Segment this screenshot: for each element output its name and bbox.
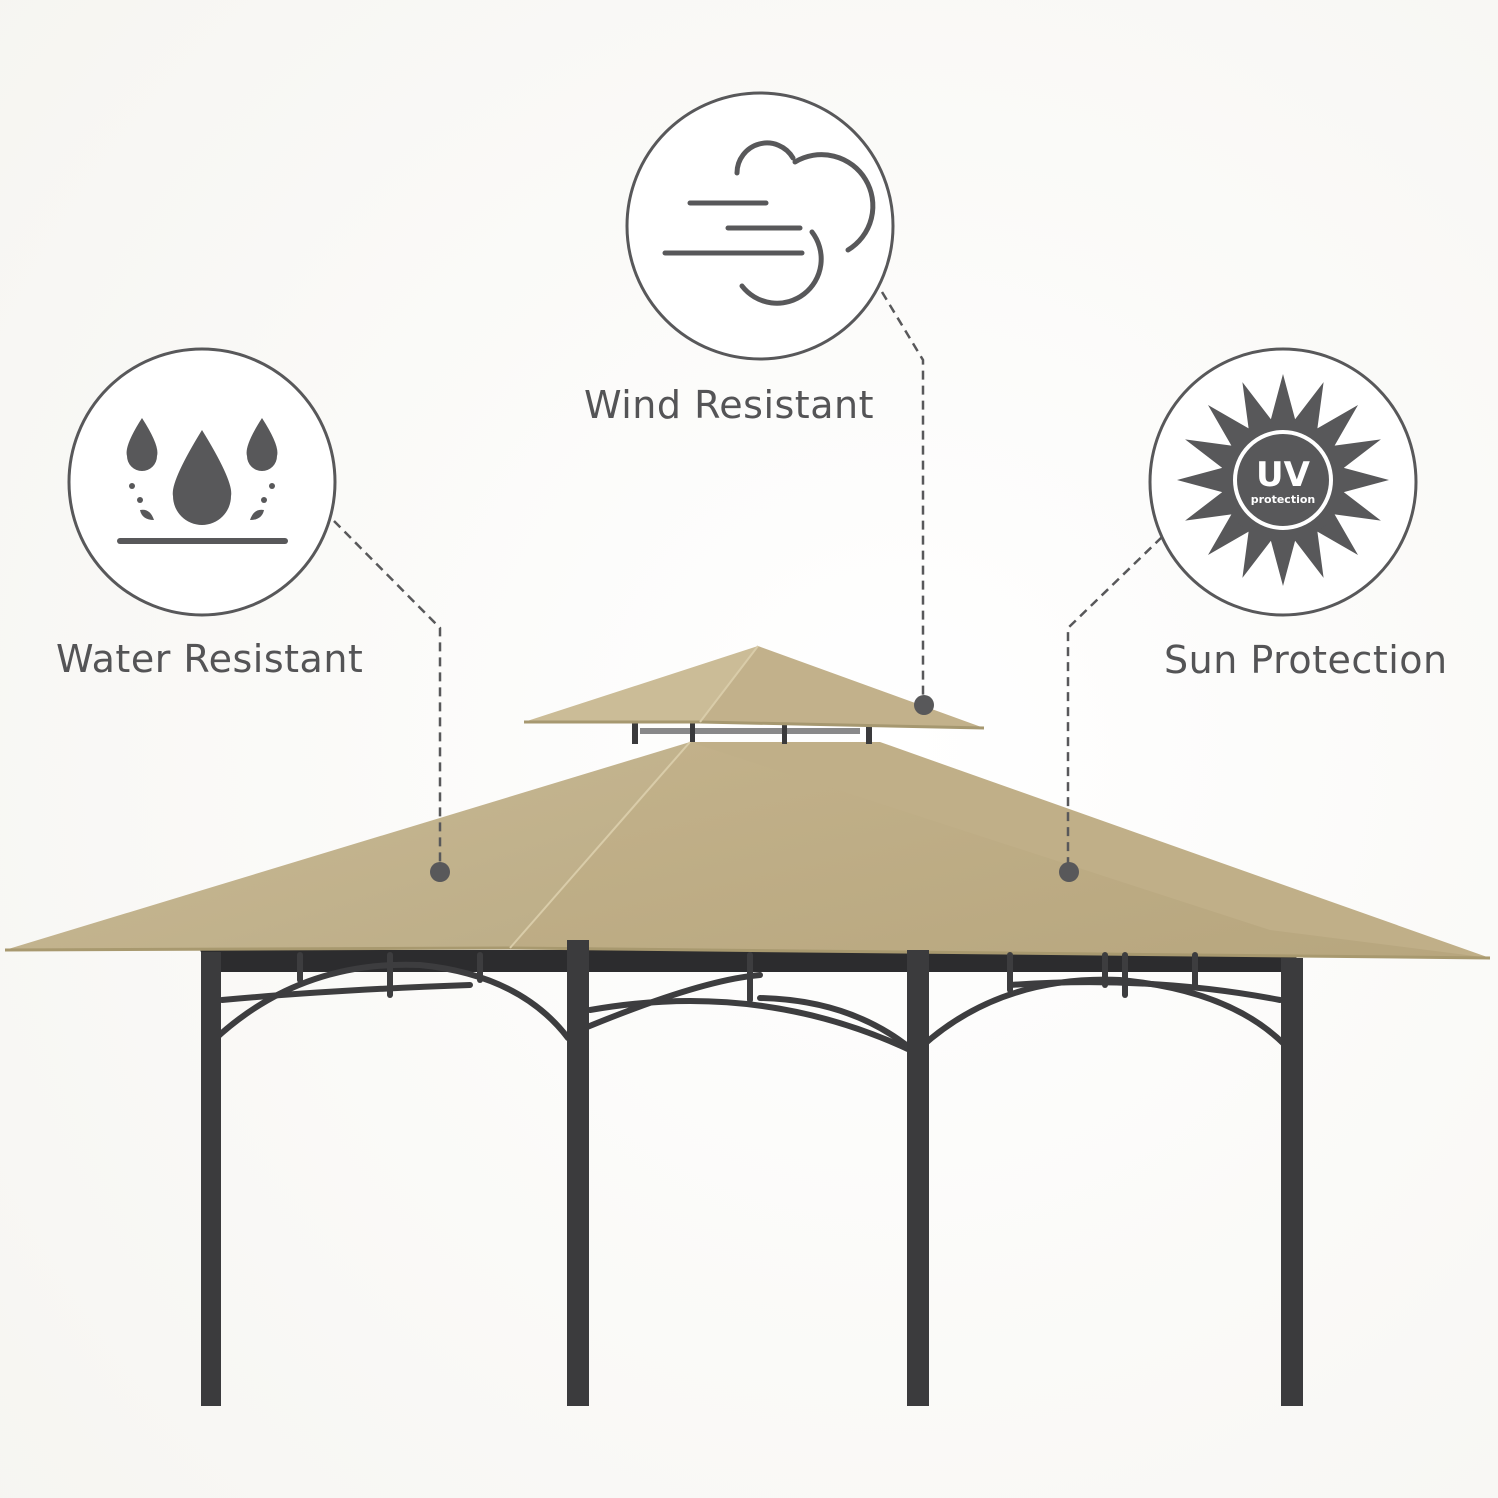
- gazebo: [4, 645, 1491, 1406]
- wind-resistant-label: Wind Resistant: [584, 383, 874, 427]
- anchor-dot-wind: [914, 695, 934, 715]
- uv-sun-icon: UV protection: [1177, 374, 1389, 586]
- leg-front-right: [1281, 958, 1303, 1406]
- leader-lines: [333, 291, 1163, 872]
- water-resistant-label: Water Resistant: [56, 637, 364, 681]
- leg-front-center: [567, 940, 589, 1406]
- uv-sun-icon-badge: UV protection: [1148, 347, 1418, 617]
- wind-icon: [662, 140, 876, 306]
- leader-line-water: [333, 520, 442, 872]
- leader-line-wind: [880, 291, 925, 705]
- top-canopy: [524, 645, 985, 730]
- water-drops-icon: [117, 418, 288, 544]
- anchor-dot-sun: [1059, 862, 1079, 882]
- wind-icon-badge: [625, 91, 895, 361]
- frame-braces: [211, 952, 1288, 1053]
- main-canopy: [4, 741, 1491, 960]
- anchor-dot-water: [430, 862, 450, 882]
- leg-back-center: [907, 950, 929, 1406]
- uv-badge-sub-text: protection: [1251, 493, 1316, 506]
- gazebo-legs: [201, 940, 1303, 1406]
- leg-front-left: [201, 952, 221, 1406]
- water-icon-badge: [67, 347, 337, 617]
- uv-badge-main-text: UV: [1256, 455, 1311, 495]
- sun-protection-label: Sun Protection: [1164, 638, 1448, 682]
- leader-line-sun: [1066, 536, 1163, 872]
- vent-posts: [632, 716, 872, 744]
